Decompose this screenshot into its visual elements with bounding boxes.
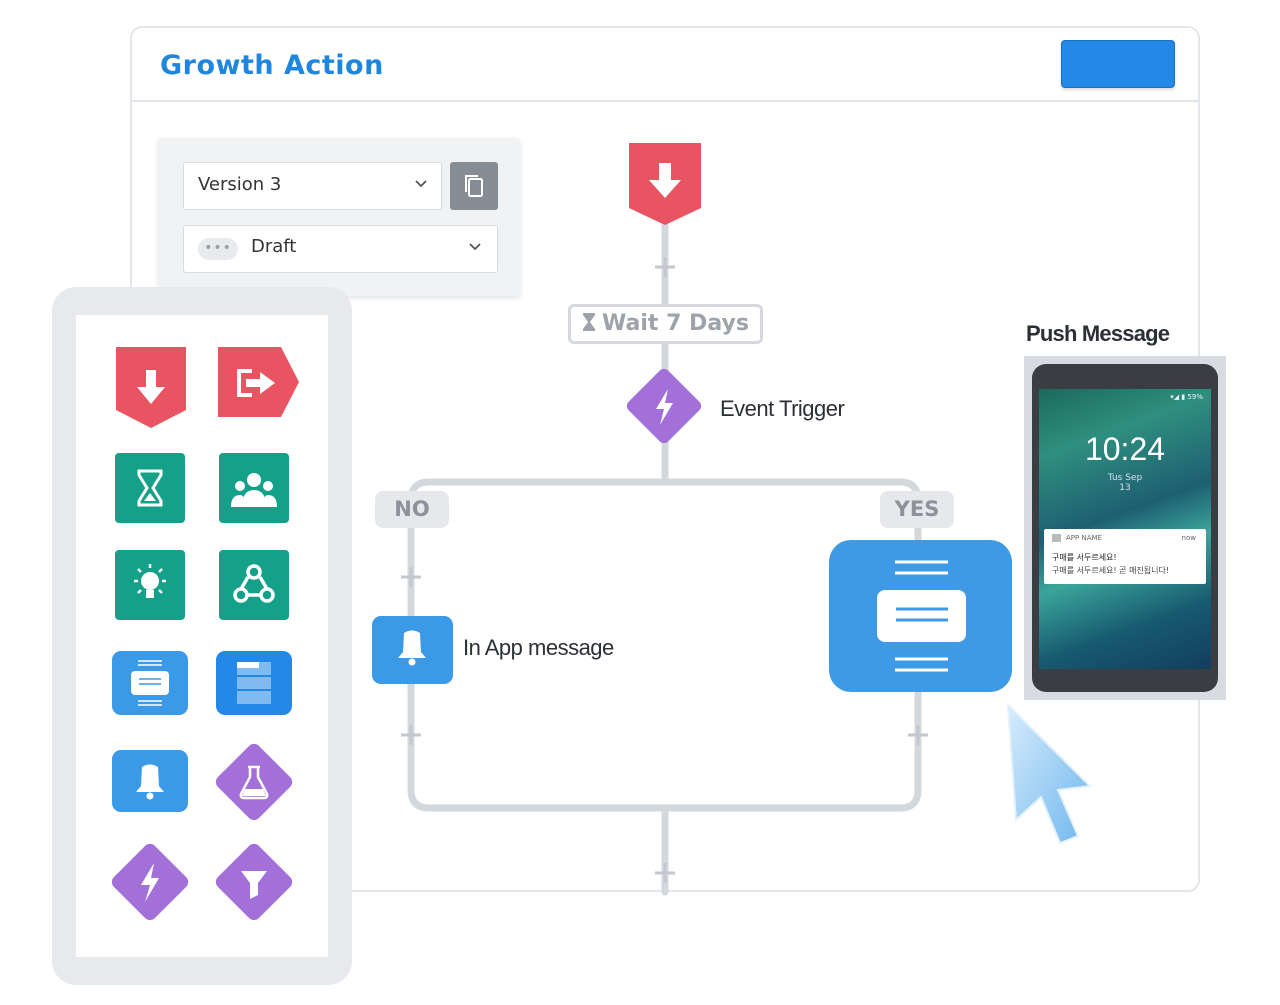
notification-app-name: APP NAME bbox=[1066, 534, 1102, 542]
down-arrow-icon bbox=[649, 163, 681, 198]
node-palette bbox=[52, 287, 352, 985]
event-trigger-node[interactable] bbox=[624, 366, 703, 445]
idea-icon[interactable] bbox=[115, 550, 185, 620]
in-app-message-node[interactable] bbox=[372, 616, 453, 684]
entry-node[interactable] bbox=[629, 143, 701, 225]
app-icon bbox=[1052, 534, 1061, 542]
lock-screen-time: 10:24 bbox=[1084, 431, 1166, 467]
header-action-button[interactable] bbox=[1061, 40, 1175, 88]
wait-node[interactable]: Wait 7 Days bbox=[568, 304, 763, 344]
copy-icon bbox=[465, 175, 483, 197]
lock-screen-date: Tus Sep 13 bbox=[1039, 473, 1211, 493]
status-select-value: Draft bbox=[251, 236, 297, 257]
event-trigger-icon[interactable] bbox=[109, 841, 191, 923]
wait-label: Wait 7 Days bbox=[602, 311, 749, 336]
chevron-down-icon bbox=[469, 243, 481, 251]
lock-screen-date-line: Tus Sep bbox=[1107, 473, 1143, 483]
merge-connector bbox=[407, 680, 922, 812]
notification-icon[interactable] bbox=[112, 750, 188, 812]
entry-icon[interactable] bbox=[116, 347, 186, 428]
branch-yes-tag: YES bbox=[880, 491, 954, 528]
phone-screen: ▾◢ ▮ 59% 10:24 Tus Sep 13 APP NAME now 구… bbox=[1039, 389, 1211, 669]
notification-time: now bbox=[1181, 534, 1196, 542]
push-notification[interactable]: APP NAME now 구매를 서두르세요! 구매를 서두르세요! 곧 매진됩… bbox=[1044, 529, 1206, 584]
header-bar: Growth Action bbox=[132, 28, 1198, 102]
status-select[interactable]: ••• Draft bbox=[183, 225, 498, 273]
status-dots-icon: ••• bbox=[198, 238, 238, 260]
lock-screen-date-day: 13 bbox=[1119, 483, 1131, 493]
page-title: Growth Action bbox=[160, 50, 384, 81]
branch-no-tag: NO bbox=[375, 491, 449, 528]
notification-title: 구매를 서두르세요! bbox=[1052, 553, 1117, 562]
copy-version-button[interactable] bbox=[450, 162, 498, 210]
in-app-message-label: In App message bbox=[463, 635, 614, 660]
list-icon[interactable] bbox=[216, 651, 292, 715]
status-bar-icons: ▾◢ ▮ 59% bbox=[1170, 393, 1203, 401]
exit-icon[interactable] bbox=[218, 347, 299, 417]
plus-markers bbox=[401, 257, 928, 883]
event-trigger-label: Event Trigger bbox=[720, 396, 845, 421]
hourglass-icon bbox=[582, 309, 596, 343]
audience-icon[interactable] bbox=[219, 453, 289, 523]
webhook-icon[interactable] bbox=[219, 550, 289, 620]
palette-list bbox=[76, 315, 328, 957]
version-select-value: Version 3 bbox=[198, 174, 282, 195]
push-message-node[interactable] bbox=[829, 540, 1012, 692]
filter-icon[interactable] bbox=[213, 841, 295, 923]
push-message-title: Push Message bbox=[1026, 321, 1170, 346]
notification-body: 구매를 서두르세요! 곧 매진됩니다! bbox=[1052, 566, 1170, 575]
wait-icon[interactable] bbox=[115, 453, 185, 523]
message-icon[interactable] bbox=[112, 651, 188, 715]
bell-icon bbox=[398, 630, 426, 658]
experiment-icon[interactable] bbox=[213, 741, 295, 823]
chevron-down-icon bbox=[415, 180, 427, 188]
version-panel: Version 3 ••• Draft bbox=[158, 138, 520, 296]
phone-body: ▾◢ ▮ 59% 10:24 Tus Sep 13 APP NAME now 구… bbox=[1032, 364, 1218, 692]
branch-connector bbox=[407, 478, 922, 544]
lightning-icon bbox=[656, 389, 673, 425]
mouse-cursor-icon bbox=[1006, 702, 1093, 845]
phone-preview: ▾◢ ▮ 59% 10:24 Tus Sep 13 APP NAME now 구… bbox=[1024, 356, 1226, 700]
version-select[interactable]: Version 3 bbox=[183, 162, 442, 210]
